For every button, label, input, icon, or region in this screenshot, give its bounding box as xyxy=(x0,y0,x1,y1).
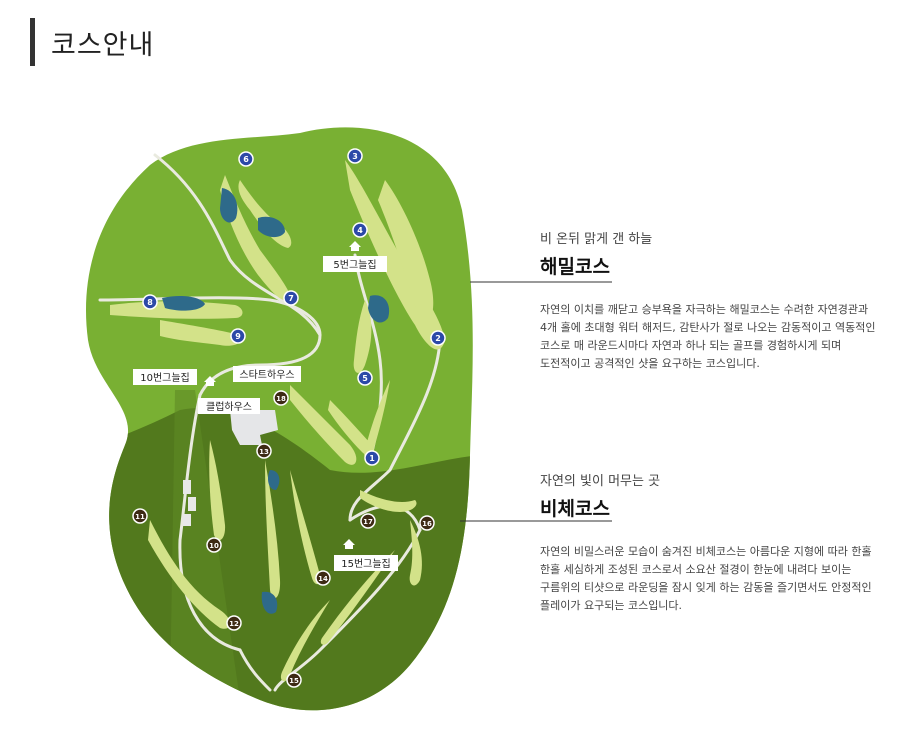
hole-11-marker: 11 xyxy=(132,508,148,524)
svg-text:17: 17 xyxy=(363,518,373,526)
page-title: 코스안내 xyxy=(51,29,155,61)
course-info-haemil: 비 온뒤 맑게 갠 하늘 해밀코스 자연의 이치를 깨닫고 승부욕을 자극하는 … xyxy=(540,228,890,373)
fairways xyxy=(110,160,445,682)
rest-house-icon xyxy=(343,539,355,549)
hole-9-marker: 9 xyxy=(230,328,246,344)
svg-text:11: 11 xyxy=(135,513,145,521)
course-description-line: 한홀 세심하게 조성된 코스로서 소요산 절경이 한눈에 내려다 보이는 xyxy=(540,563,852,576)
haemil-hole-markers[interactable]: 1 2 3 4 5 6 7 8 9 xyxy=(142,148,446,466)
map-label-start[interactable]: 스타트하우스 xyxy=(233,366,301,382)
course-description-line: 구름위의 티샷으로 라운딩을 잠시 잊게 하는 감동을 즐기면서도 안정적인 xyxy=(540,581,872,594)
svg-text:2: 2 xyxy=(435,334,441,343)
course-tagline: 자연의 빛이 머무는 곳 xyxy=(540,474,661,489)
rest-house-icon xyxy=(204,376,216,386)
course-info-biche: 자연의 빛이 머무는 곳 비체코스 자연의 비밀스러운 모습이 숨겨진 비체코스… xyxy=(540,470,890,615)
course-description-line: 코스로 매 라운드시마다 자연과 하나 되는 골프를 경험하시게 되며 xyxy=(540,339,842,352)
hole-15-marker: 15 xyxy=(286,672,302,688)
svg-text:3: 3 xyxy=(352,152,358,161)
hole-14-marker: 14 xyxy=(315,570,331,586)
map-label-club[interactable]: 클럽하우스 xyxy=(198,398,260,414)
hole-12-marker: 12 xyxy=(226,615,242,631)
course-description-line: 도전적이고 공격적인 샷을 요구하는 코스입니다. xyxy=(540,357,760,370)
svg-text:14: 14 xyxy=(318,575,328,583)
svg-text:16: 16 xyxy=(422,520,432,528)
maintenance-buildings xyxy=(183,480,196,526)
course-description-line: 자연의 이치를 깨닫고 승부욕을 자극하는 해밀코스는 수려한 자연경관과 xyxy=(540,303,869,316)
hole-16-marker: 16 xyxy=(419,515,435,531)
svg-text:18: 18 xyxy=(276,395,286,403)
map-label-rest5[interactable]: 5번그늘집 xyxy=(323,241,387,272)
hole-1-marker: 1 xyxy=(364,450,380,466)
svg-text:13: 13 xyxy=(259,448,269,456)
svg-text:12: 12 xyxy=(229,620,239,628)
hole-10-marker: 10 xyxy=(206,537,222,553)
hole-6-marker: 6 xyxy=(238,151,254,167)
map-label-rest10[interactable]: 10번그늘집 xyxy=(133,369,216,386)
page-header: 코스안내 xyxy=(30,18,154,66)
svg-text:5: 5 xyxy=(362,374,368,383)
map-label-rest15[interactable]: 15번그늘집 xyxy=(334,539,398,571)
hole-5-marker: 5 xyxy=(357,370,373,386)
hole-13-marker: 13 xyxy=(256,443,272,459)
svg-text:6: 6 xyxy=(243,155,249,164)
rest-house-icon xyxy=(349,241,361,251)
course-description: 자연의 이치를 깨닫고 승부욕을 자극하는 해밀코스는 수려한 자연경관과 4개… xyxy=(540,301,890,373)
course-description-line: 4개 홀에 초대형 워터 해저드, 감탄사가 절로 나오는 감동적이고 역동적인 xyxy=(540,321,876,334)
course-name: 비체코스 xyxy=(540,498,610,520)
hole-4-marker: 4 xyxy=(352,222,368,238)
svg-text:5번그늘집: 5번그늘집 xyxy=(333,259,376,271)
svg-text:15: 15 xyxy=(289,677,299,685)
course-description-line: 자연의 비밀스러운 모습이 숨겨진 비체코스는 아름다운 지형에 따라 한홀 xyxy=(540,545,872,558)
svg-text:15번그늘집: 15번그늘집 xyxy=(341,558,391,570)
water-hazards xyxy=(162,188,390,614)
svg-text:스타트하우스: 스타트하우스 xyxy=(239,368,294,381)
course-name: 해밀코스 xyxy=(540,256,610,278)
svg-text:10번그늘집: 10번그늘집 xyxy=(140,372,190,384)
header-accent-bar xyxy=(30,18,35,66)
hole-3-marker: 3 xyxy=(347,148,363,164)
svg-text:클럽하우스: 클럽하우스 xyxy=(206,400,252,413)
svg-text:1: 1 xyxy=(369,454,375,463)
course-tagline: 비 온뒤 맑게 갠 하늘 xyxy=(540,232,653,247)
hole-17-marker: 17 xyxy=(360,513,376,529)
course-description-line: 플레이가 요구되는 코스입니다. xyxy=(540,599,683,612)
svg-text:10: 10 xyxy=(209,542,219,550)
biche-hole-markers[interactable]: 10 11 12 13 14 15 16 17 18 xyxy=(132,390,435,688)
hole-18-marker: 18 xyxy=(273,390,289,406)
svg-text:8: 8 xyxy=(147,298,153,307)
svg-text:7: 7 xyxy=(288,294,294,303)
hole-8-marker: 8 xyxy=(142,294,158,310)
clubhouse-building xyxy=(230,410,278,445)
svg-text:9: 9 xyxy=(235,332,241,341)
hole-7-marker: 7 xyxy=(283,290,299,306)
course-description: 자연의 비밀스러운 모습이 숨겨진 비체코스는 아름다운 지형에 따라 한홀 한… xyxy=(540,543,890,615)
hole-2-marker: 2 xyxy=(430,330,446,346)
svg-text:4: 4 xyxy=(357,226,363,235)
